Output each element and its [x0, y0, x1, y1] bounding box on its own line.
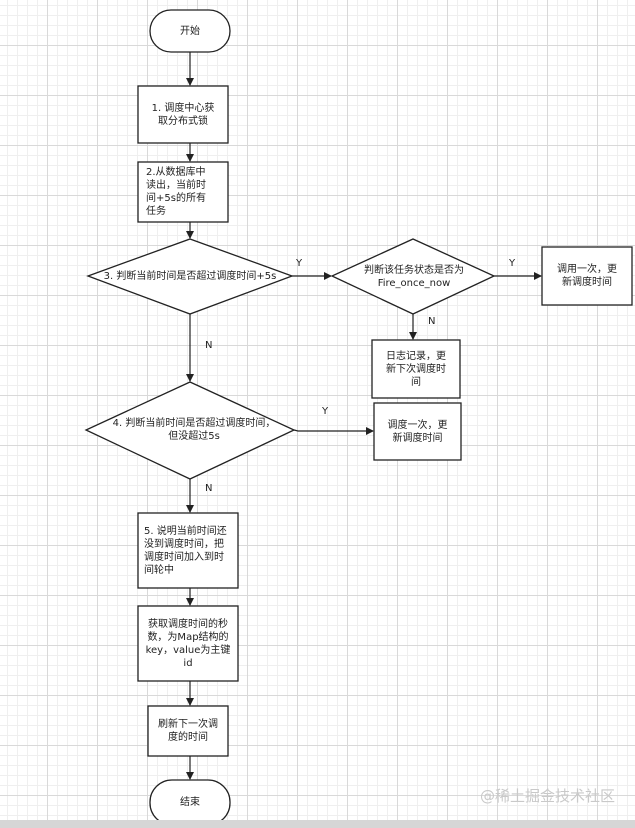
- step2-box: [137, 161, 229, 223]
- step1-box: [137, 85, 229, 144]
- edge-d4-no-label: N: [205, 483, 213, 494]
- edge-fire-yes-label: Y: [509, 258, 516, 269]
- schedule-once-box: [373, 402, 462, 461]
- edge-d3-yes-label: Y: [296, 258, 303, 269]
- edge-d3-no-label: N: [205, 340, 213, 351]
- bottom-bar: [0, 820, 635, 828]
- get-seconds-label: 获取调度时间的秒 数，为Map结构的 key，value为主键 id: [145, 618, 231, 669]
- step5-label: 5. 说明当前时间还 没到调度时间，把 调度时间加入到时 间轮中: [144, 525, 227, 576]
- schedule-once-label: 调度一次，更 新调度时间: [387, 419, 448, 444]
- step5-box: [137, 512, 239, 589]
- call-once-label: 调用一次，更 新调度时间: [557, 264, 617, 288]
- refresh-next-box: [147, 705, 229, 757]
- step2-label: 2.从数据库中 读出，当前时 间+5s的所有 任务: [146, 167, 206, 217]
- edge-d4-schedule: [293, 427, 374, 435]
- call-once-box: [541, 246, 633, 306]
- decision-fire-label: 判断该任务状态是否为 Fire_once_now: [364, 265, 464, 289]
- edge-d4-yes-label: Y: [322, 406, 329, 417]
- refresh-next-label: 刷新下一次调 度的时间: [158, 719, 218, 743]
- log-record-label: 日志记录，更 新下次调度时 间: [386, 350, 446, 388]
- get-seconds-box: [137, 605, 239, 682]
- watermark: @稀土掘金技术社区: [479, 787, 615, 805]
- edge-fire-no-label: N: [428, 316, 436, 327]
- start-label: 开始: [180, 25, 200, 37]
- decision3-label: 3. 判断当前时间是否超过调度时间+5s: [103, 270, 277, 282]
- log-record-box: [371, 339, 461, 399]
- step1-label: 1. 调度中心获 取分布式锁: [151, 102, 215, 127]
- end-label: 结束: [180, 797, 200, 808]
- decision4-label: 4. 判断当前时间是否超过调度时间， 但没超过5s: [112, 418, 276, 442]
